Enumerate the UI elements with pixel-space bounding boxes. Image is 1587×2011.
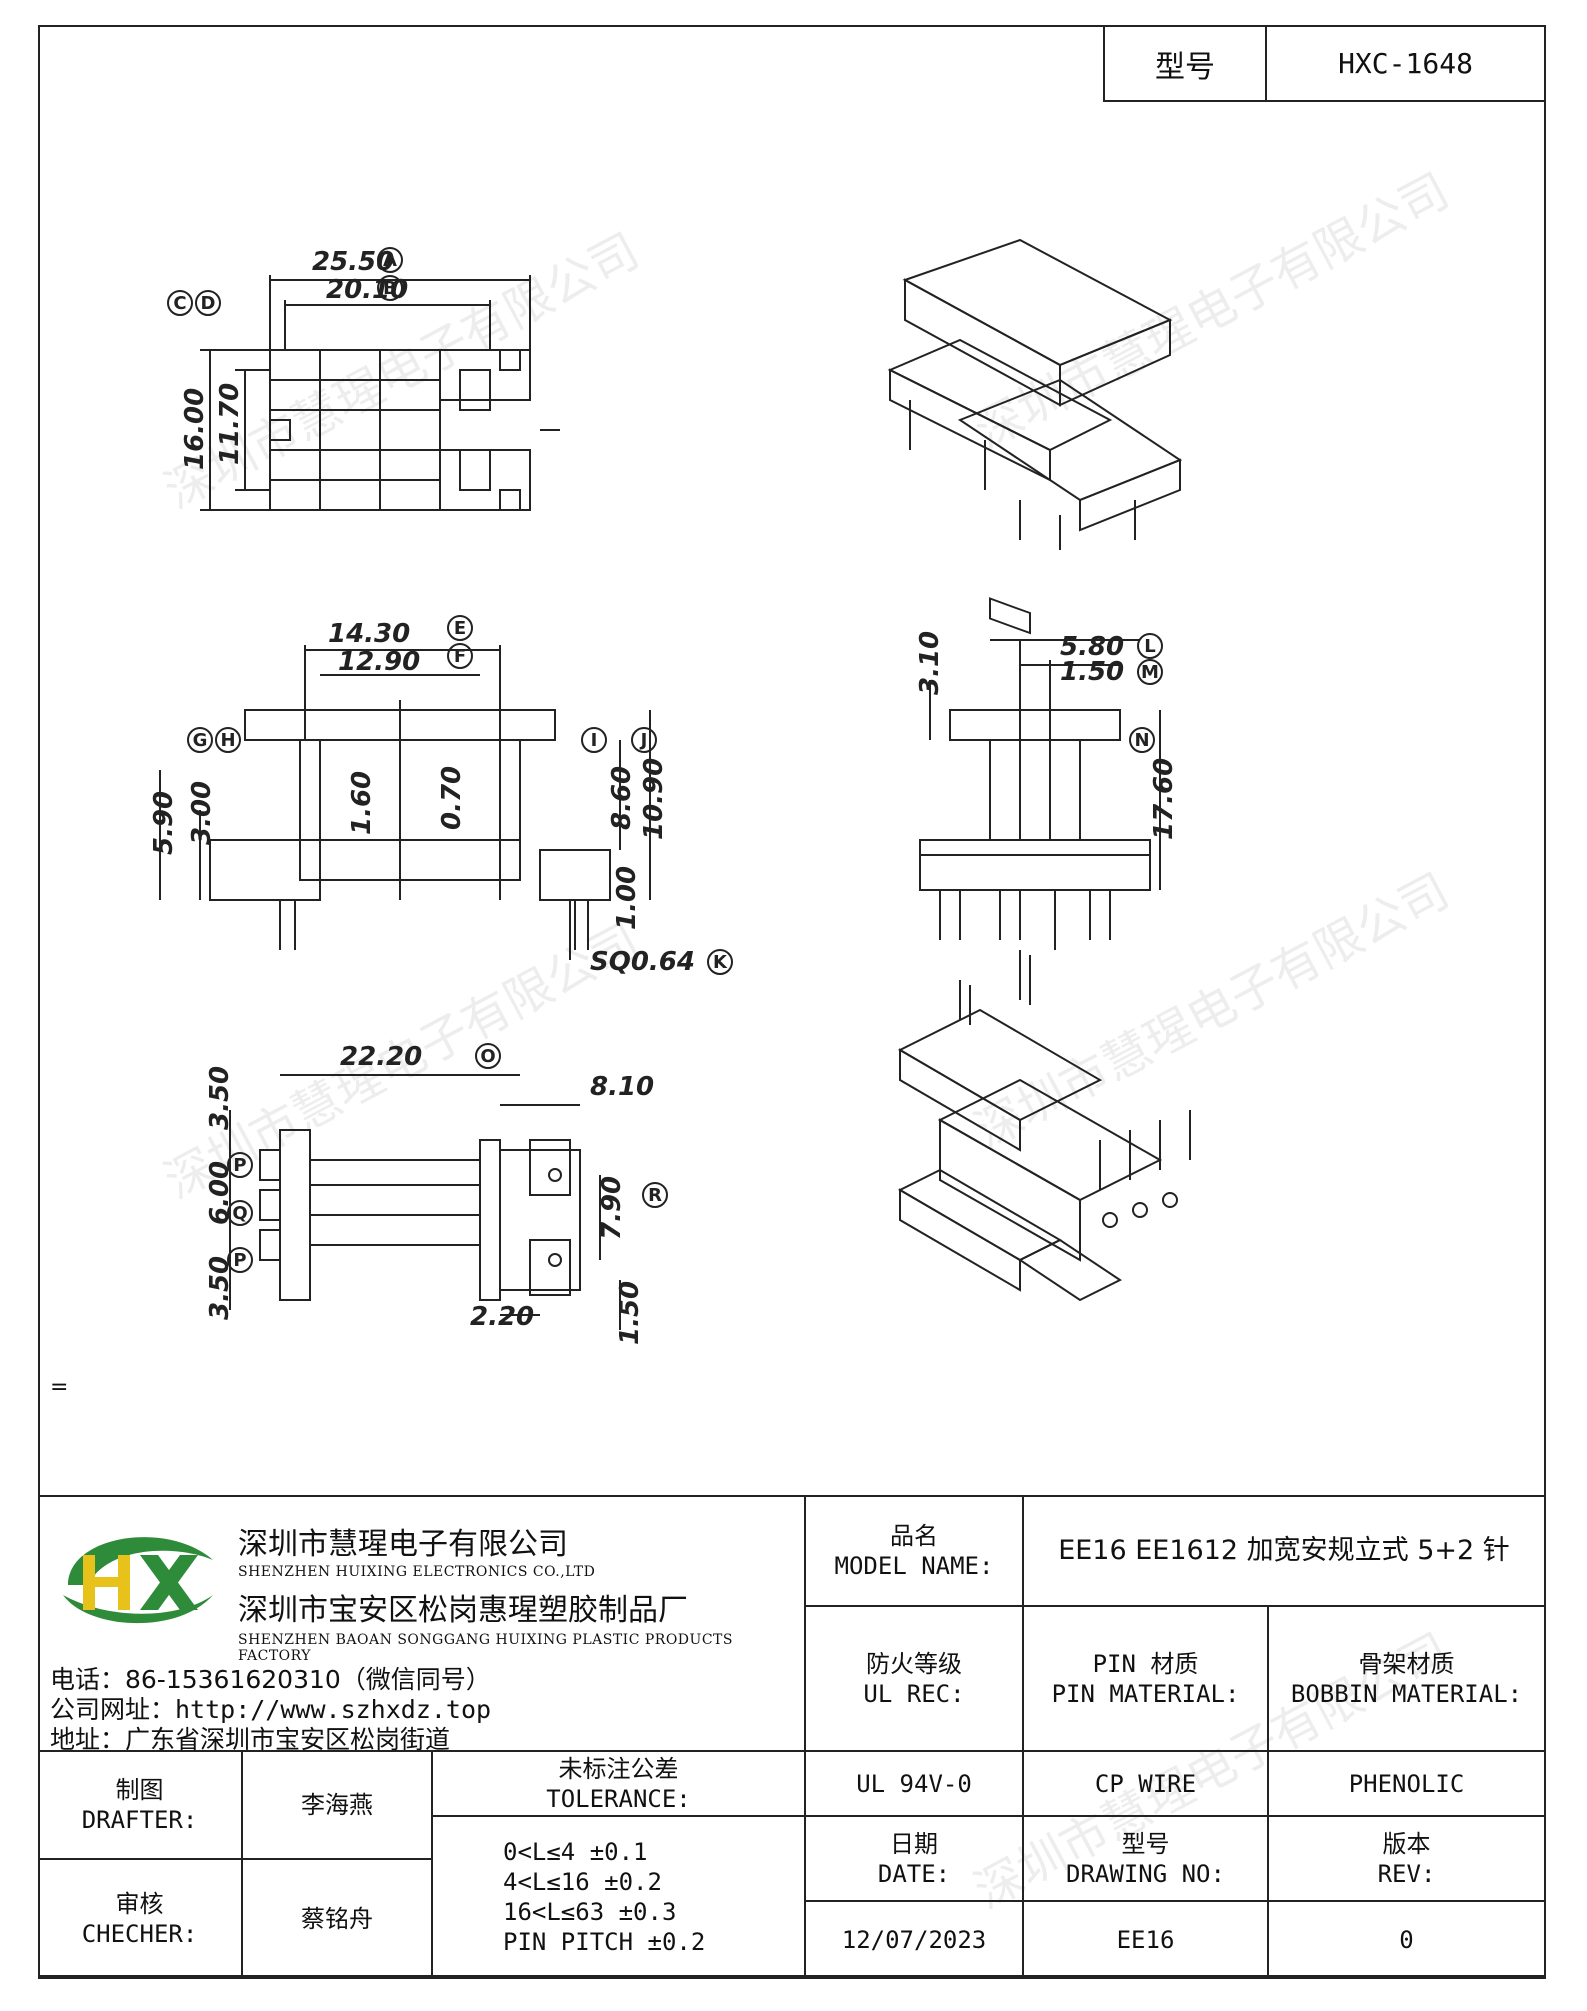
drawing-frame (38, 25, 1546, 1977)
tolerance-line: PIN PITCH ±0.2 (503, 1928, 706, 1956)
marker-D: D (201, 293, 216, 314)
marker-C: C (173, 293, 186, 314)
model-name-label: 品名 MODEL NAME: (806, 1497, 1024, 1607)
dim-C: 16.00 (180, 388, 210, 470)
marker-J: J (639, 730, 648, 751)
dim-core1: 1.60 (347, 771, 377, 835)
company-address: 地址：广东省深圳市宝安区松岗街道 (50, 1725, 451, 1754)
date-label: 日期 DATE: (806, 1817, 1024, 1902)
dim-P2: 3.50 (205, 1256, 235, 1320)
tolerance-label: 未标注公差 TOLERANCE: (433, 1752, 806, 1817)
checker-label: 审核 CHECHER: (38, 1860, 243, 1979)
drawing-no-value: EE16 (1024, 1902, 1269, 1979)
dim-L: 5.80 (1060, 632, 1124, 662)
company-name-cn: 深圳市慧瑆电子有限公司 (238, 1527, 568, 1562)
view-side (159, 645, 651, 960)
marker-A: A (383, 250, 397, 271)
technical-drawing: 25.50 20.10 16.00 11.70 A B C D (149, 238, 1191, 1345)
iso-view-top (887, 238, 1183, 635)
marker-L: L (1144, 636, 1155, 657)
marker-H: H (220, 730, 235, 751)
view-front (200, 275, 560, 511)
checker-value: 蔡铭舟 (243, 1860, 433, 1979)
dim-core2: 0.70 (437, 766, 467, 830)
dim-Q: 6.00 (205, 1161, 235, 1225)
model-box: 型号 HXC-1648 (1103, 25, 1546, 102)
ul-rec-label: 防火等级 UL REC: (806, 1607, 1024, 1752)
dim-bottom1: 2.20 (470, 1302, 534, 1332)
dim-top: 3.10 (915, 631, 945, 695)
marker-E: E (454, 618, 466, 639)
view-bottom (229, 1074, 621, 1330)
dim-right1: 8.10 (590, 1072, 654, 1102)
marker-K: K (713, 952, 728, 973)
marker-R: R (648, 1185, 662, 1206)
marker-Q: Q (232, 1203, 247, 1224)
dim-M: 1.50 (1060, 657, 1124, 687)
marker-F: F (454, 646, 466, 667)
dim-D: 11.70 (215, 383, 245, 465)
model-value: HXC-1648 (1338, 47, 1473, 80)
ul-rec-value: UL 94V-0 (806, 1752, 1024, 1817)
drawing-no-label: 型号 DRAWING NO: (1024, 1817, 1269, 1902)
drafter-label: 制图 DRAFTER: (38, 1752, 243, 1860)
model-name-value: EE16 EE1612 加宽安规立式 5+2 针 (1024, 1497, 1546, 1607)
company-name-en: SHENZHEN HUIXING ELECTRONICS CO.,LTD (238, 1564, 596, 1580)
dim-R: 7.90 (597, 1176, 627, 1240)
model-label: 型号 (1105, 27, 1267, 100)
tolerance-table: 0<L≤4 ±0.1 4<L≤16 ±0.2 16<L≤63 ±0.3 PIN … (433, 1817, 806, 1979)
marker-O: O (480, 1046, 495, 1067)
pin-material-value: CP WIRE (1024, 1752, 1269, 1817)
dim-J: 10.90 (639, 758, 669, 840)
factory-name-en: SHENZHEN BAOAN SONGGANG HUIXING PLASTIC … (238, 1632, 733, 1664)
company-info: 深圳市慧瑆电子有限公司 SHENZHEN HUIXING ELECTRONICS… (38, 1497, 806, 1754)
date-value: 12/07/2023 (806, 1902, 1024, 1979)
marker-P: P (233, 1250, 246, 1271)
pin-material-label: PIN 材质 PIN MATERIAL: (1024, 1607, 1269, 1752)
dim-E: 14.30 (328, 619, 410, 649)
rev-value: 0 (1269, 1902, 1546, 1979)
marker-B: B (383, 278, 397, 299)
marker-G: G (193, 730, 208, 751)
drafter-value: 李海燕 (243, 1752, 433, 1860)
tolerance-line: 16<L≤63 ±0.3 (503, 1898, 677, 1926)
bobbin-material-label: 骨架材质 BOBBIN MATERIAL: (1269, 1607, 1546, 1752)
dim-F: 12.90 (338, 647, 420, 677)
tolerance-line: 4<L≤16 ±0.2 (503, 1868, 662, 1896)
view-end (919, 639, 1161, 950)
marker-P: P (233, 1155, 246, 1176)
dim-G: 5.90 (149, 791, 179, 855)
marker-M: M (1141, 662, 1159, 683)
hx-logo (63, 1537, 213, 1624)
iso-view-bottom (897, 950, 1191, 1302)
company-website: 公司网址：http://www.szhxdz.top (50, 1695, 492, 1724)
marker-N: N (1134, 730, 1149, 751)
dim-I: 8.60 (607, 766, 637, 830)
dim-N: 17.60 (1149, 758, 1179, 840)
dim-pin-sq: SQ0.64 (590, 947, 695, 977)
marker-I: I (591, 730, 598, 751)
company-phone: 电话：86-15361620310（微信同号） (50, 1665, 491, 1694)
rev-label: 版本 REV: (1269, 1817, 1546, 1902)
dim-H: 3.00 (187, 781, 217, 845)
bobbin-material-value: PHENOLIC (1269, 1752, 1546, 1817)
dim-O: 22.20 (340, 1042, 422, 1072)
dim-pin-len: 1.00 (612, 866, 642, 930)
dim-bottom2: 1.50 (615, 1281, 645, 1345)
title-block: 深圳市慧瑆电子有限公司 SHENZHEN HUIXING ELECTRONICS… (38, 1495, 1546, 1979)
stray-mark: = (50, 1375, 69, 1400)
factory-name-cn: 深圳市宝安区松岗惠瑆塑胶制品厂 (238, 1593, 688, 1628)
tolerance-line: 0<L≤4 ±0.1 (503, 1838, 648, 1866)
dim-P: 3.50 (205, 1066, 235, 1130)
